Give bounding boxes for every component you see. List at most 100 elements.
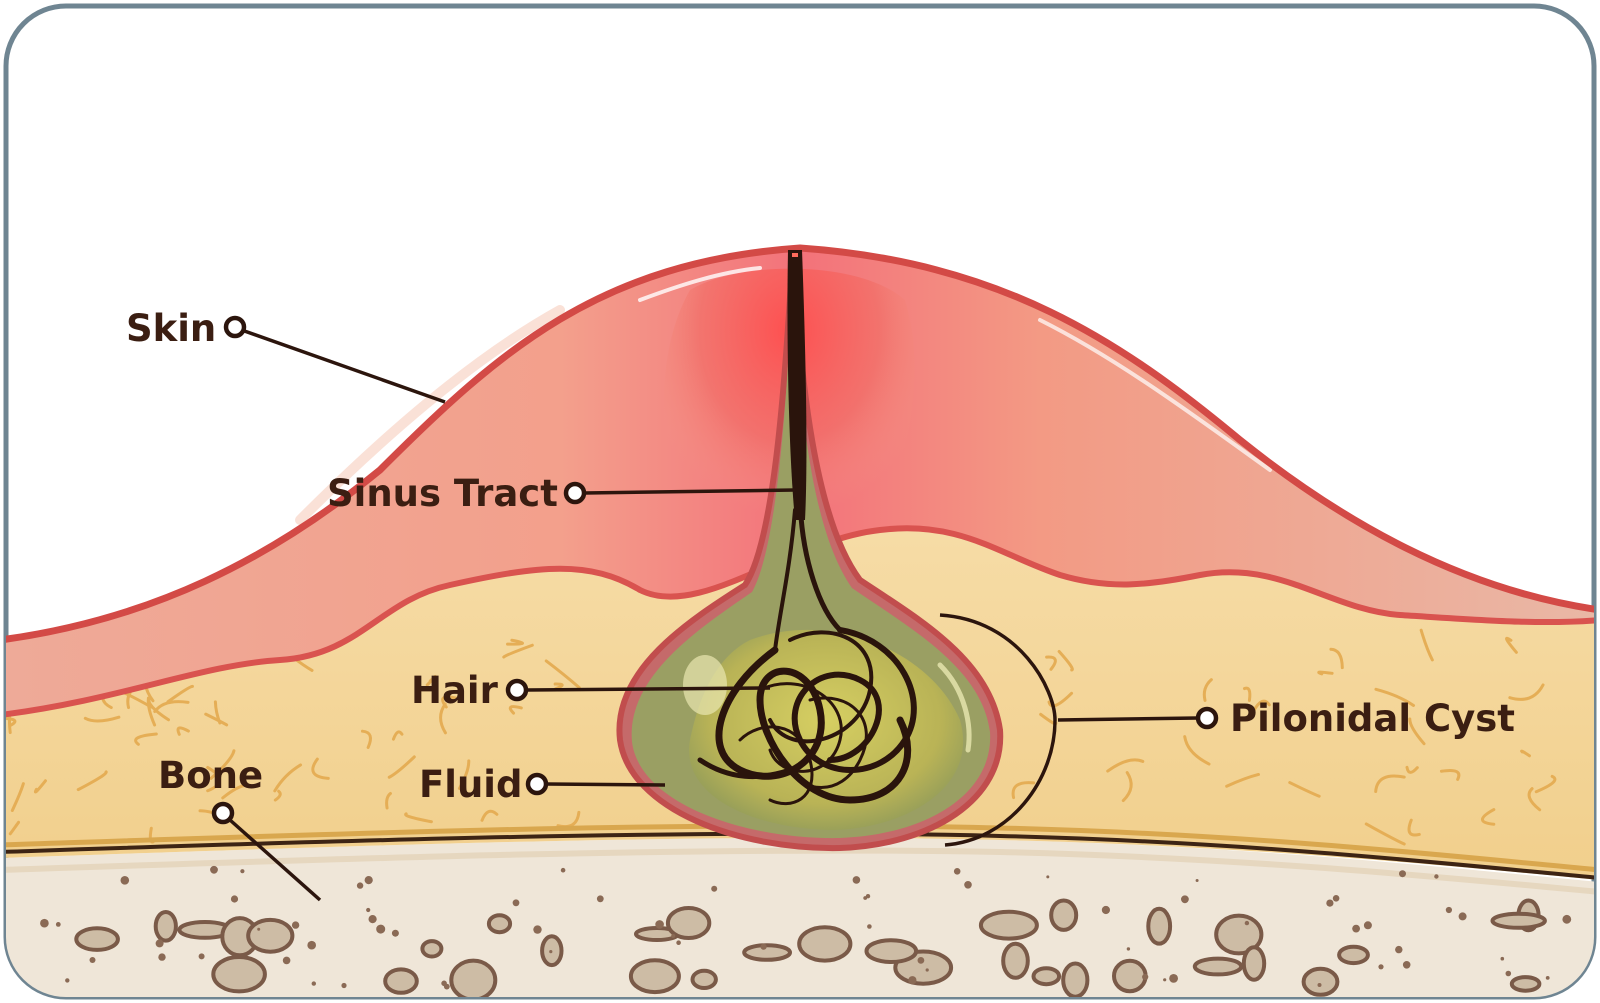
skin-marker bbox=[226, 318, 244, 336]
bone-speck bbox=[90, 957, 96, 963]
bone-particle bbox=[1304, 969, 1338, 995]
bone-speck bbox=[561, 868, 566, 873]
bone-speck bbox=[676, 940, 681, 945]
pilonidal-cyst-marker bbox=[1198, 709, 1216, 727]
bone-speck bbox=[1434, 874, 1438, 878]
bone-particle bbox=[981, 912, 1037, 939]
bone-speck bbox=[341, 983, 346, 988]
bone-speck bbox=[918, 957, 925, 964]
bone-speck bbox=[853, 876, 861, 884]
bone-speck bbox=[964, 881, 972, 889]
bone-speck bbox=[56, 922, 61, 927]
bone-speck bbox=[513, 899, 520, 906]
hair-label: Hair bbox=[411, 669, 499, 712]
bone-speck bbox=[655, 920, 664, 929]
hair-marker bbox=[508, 681, 526, 699]
bone-speck bbox=[761, 944, 767, 950]
bone-speck bbox=[1399, 870, 1406, 877]
bone-speck bbox=[121, 876, 130, 885]
bone-particle bbox=[1195, 959, 1241, 975]
bone-speck bbox=[1163, 978, 1166, 981]
bone-label: Bone bbox=[158, 754, 263, 797]
bone-speck bbox=[533, 925, 541, 933]
bone-speck bbox=[1501, 957, 1505, 961]
bone-speck bbox=[369, 915, 377, 923]
bone-speck bbox=[1546, 976, 1550, 980]
bone-particle bbox=[631, 960, 679, 992]
bone-speck bbox=[1169, 974, 1178, 983]
bone-speck bbox=[231, 895, 238, 902]
bone-speck bbox=[597, 895, 604, 902]
bone-particle bbox=[213, 957, 265, 991]
bone-particle bbox=[1148, 909, 1170, 944]
pilonidal-cyst-label: Pilonidal Cyst bbox=[1230, 697, 1515, 740]
bone-particle bbox=[668, 908, 709, 938]
bone-speck bbox=[926, 968, 929, 971]
bone-speck bbox=[357, 882, 363, 888]
bone-speck bbox=[366, 908, 370, 912]
bone-speck bbox=[1181, 895, 1189, 903]
bone-speck bbox=[1459, 912, 1467, 920]
bone-speck bbox=[863, 896, 867, 900]
bone-speck bbox=[1142, 974, 1148, 980]
fat-cell-wall bbox=[1319, 672, 1332, 674]
bone-particle bbox=[744, 945, 790, 960]
bone-speck bbox=[1333, 895, 1340, 902]
bone-particle bbox=[1114, 961, 1146, 991]
bone-particle bbox=[1003, 944, 1028, 978]
bone-layer bbox=[0, 838, 1600, 1003]
bone-speck bbox=[40, 919, 49, 928]
bone-particle bbox=[1244, 947, 1264, 979]
bone-speck bbox=[376, 925, 385, 934]
bone-speck bbox=[307, 941, 316, 950]
bone-speck bbox=[312, 981, 316, 985]
bone-speck bbox=[1403, 961, 1411, 969]
bone-speck bbox=[1326, 900, 1333, 907]
skin-label: Skin bbox=[126, 307, 216, 350]
bone-speck bbox=[158, 953, 165, 960]
bone-speck bbox=[549, 950, 552, 953]
bone-speck bbox=[240, 869, 244, 873]
bone-speck bbox=[1102, 906, 1110, 914]
bone-speck bbox=[257, 928, 260, 931]
bone-particle bbox=[693, 971, 716, 988]
bone-speck bbox=[867, 924, 872, 929]
bone-speck bbox=[1378, 964, 1383, 969]
bone-speck bbox=[156, 939, 164, 947]
bone-speck bbox=[671, 934, 675, 938]
fluid-label: Fluid bbox=[419, 763, 522, 806]
bone-speck bbox=[908, 976, 916, 984]
bone-speck bbox=[1562, 915, 1571, 924]
bone-speck bbox=[65, 978, 69, 982]
bone-speck bbox=[283, 957, 291, 965]
bone-particle bbox=[422, 941, 441, 956]
bone-particle bbox=[248, 920, 292, 952]
fluid-marker bbox=[528, 775, 546, 793]
bone-speck bbox=[1196, 879, 1199, 882]
bone-speck bbox=[292, 921, 299, 928]
bone-particle bbox=[451, 961, 495, 1000]
bone-speck bbox=[1046, 875, 1049, 878]
sinus-tract-label: Sinus Tract bbox=[327, 472, 558, 515]
bone-speck bbox=[1318, 983, 1322, 987]
bone-speck bbox=[1127, 947, 1130, 950]
bone-particle bbox=[1339, 947, 1368, 963]
bone-speck bbox=[1506, 971, 1512, 977]
bone-particle bbox=[1063, 964, 1087, 997]
bone-particle bbox=[1512, 977, 1540, 991]
bone-marker bbox=[214, 804, 232, 822]
bone-speck bbox=[365, 876, 373, 884]
bone-speck bbox=[1364, 921, 1372, 929]
bone-speck bbox=[954, 868, 961, 875]
bone-particle bbox=[799, 927, 850, 960]
bone-speck bbox=[1245, 921, 1249, 925]
bone-speck bbox=[1395, 946, 1402, 953]
bone-speck bbox=[711, 886, 717, 892]
sinus-tract-marker bbox=[566, 484, 584, 502]
bone-particle bbox=[1493, 914, 1545, 928]
bone-speck bbox=[1352, 925, 1360, 933]
bone-speck bbox=[210, 866, 218, 874]
bone-particle bbox=[1034, 968, 1060, 984]
bone-particle bbox=[385, 969, 417, 992]
